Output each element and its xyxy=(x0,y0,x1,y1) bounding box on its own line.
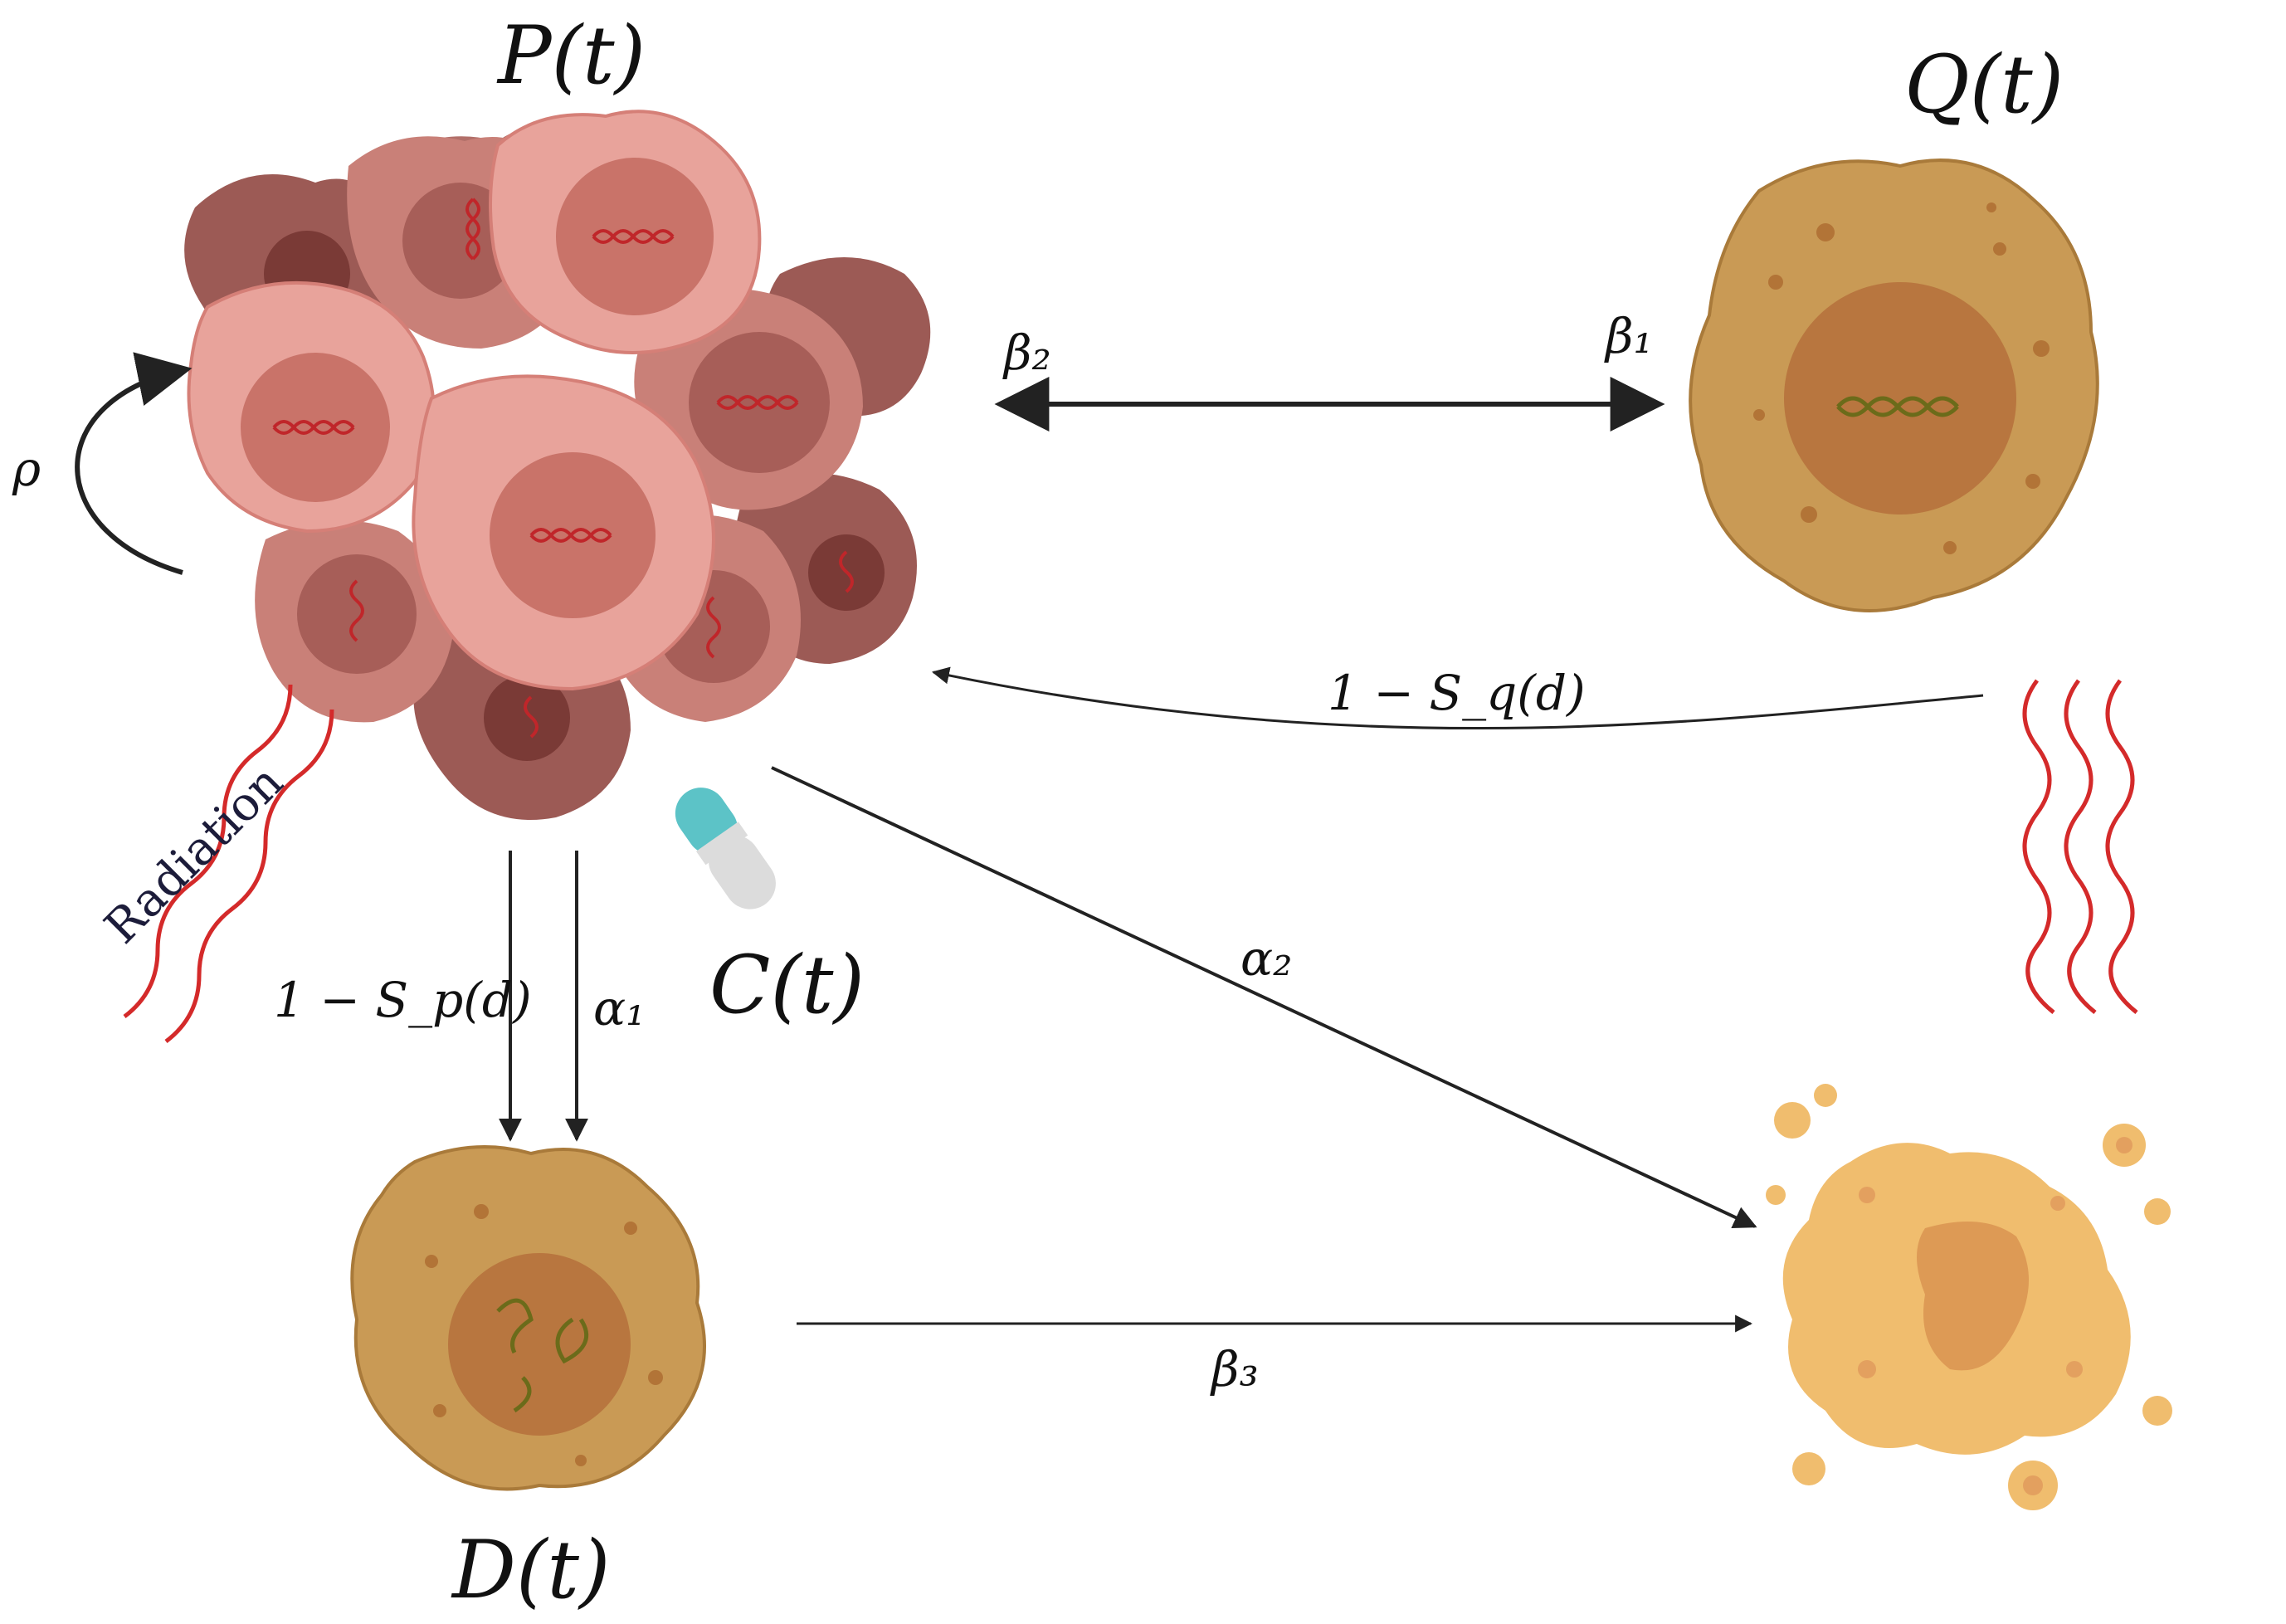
alpha2-arrow xyxy=(771,766,1757,1229)
label-q: Q(t) xyxy=(1904,38,2064,131)
necrotic-cell xyxy=(1766,1084,2172,1510)
label-d: D(t) xyxy=(451,1524,610,1617)
label-rho: ρ xyxy=(12,441,41,497)
rho-arrow xyxy=(75,352,193,575)
arrows xyxy=(75,352,1984,1333)
label-c: C(t) xyxy=(709,939,865,1031)
damaged-cell xyxy=(350,1145,706,1491)
label-p: P(t) xyxy=(496,9,646,102)
radiation-wave-icon xyxy=(123,679,2138,1043)
label-beta1: β₁ xyxy=(1604,308,1653,364)
label-sq: 1 − S_q(d) xyxy=(1328,665,1586,721)
label-sp: 1 − S_p(d) xyxy=(274,972,532,1028)
label-alpha2: α₂ xyxy=(1240,930,1292,987)
drug-pill-icon xyxy=(675,788,776,910)
proliferating-cell-cluster xyxy=(184,110,931,820)
label-beta2: β₂ xyxy=(1002,324,1051,381)
label-beta3: β₃ xyxy=(1210,1341,1259,1397)
quiescent-cell xyxy=(1689,158,2099,612)
label-alpha1: α₁ xyxy=(593,980,645,1036)
sq-arrow xyxy=(931,666,1984,730)
